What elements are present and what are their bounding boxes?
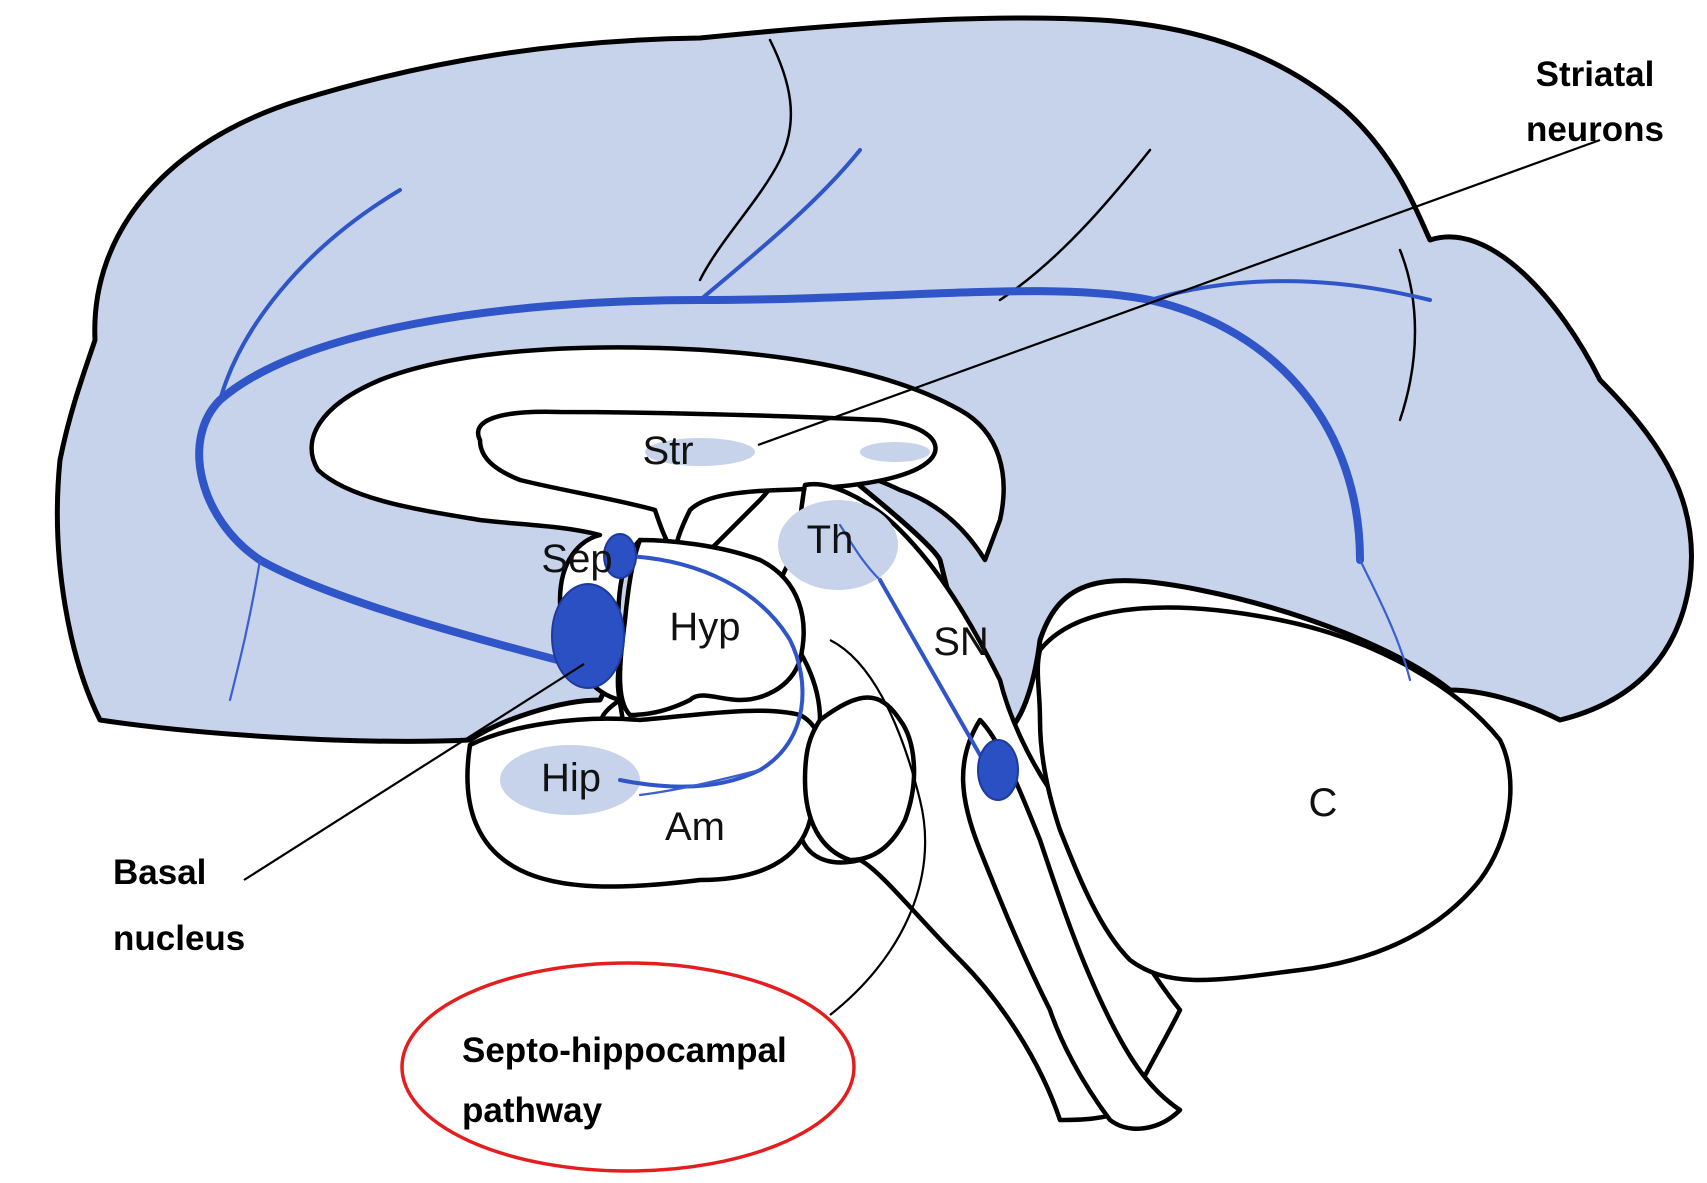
callout-septo-line2: pathway xyxy=(462,1091,603,1130)
label-amygdala: Am xyxy=(665,805,725,849)
basal-nucleus-body xyxy=(552,584,624,688)
midbrain xyxy=(805,698,914,861)
label-hypothalamus: Hyp xyxy=(669,605,740,649)
label-thalamus: Th xyxy=(807,518,854,562)
callout-striatal-line2: neurons xyxy=(1526,110,1664,149)
callout-striatal-line1: Striatal xyxy=(1536,55,1655,94)
label-hippocampus: Hip xyxy=(541,756,601,800)
callout-basal-line2: nucleus xyxy=(113,919,245,958)
callout-basal-line1: Basal xyxy=(113,853,206,892)
striatum-halo-2 xyxy=(860,442,930,462)
label-striatum: Str xyxy=(642,429,693,473)
label-septum: Sep xyxy=(541,537,612,581)
label-substantia-nigra: SN xyxy=(933,620,989,664)
callout-septo-line1: Septo-hippocampal xyxy=(462,1031,787,1070)
label-cerebellum: C xyxy=(1309,781,1338,825)
substantia-nigra-body xyxy=(978,740,1018,800)
